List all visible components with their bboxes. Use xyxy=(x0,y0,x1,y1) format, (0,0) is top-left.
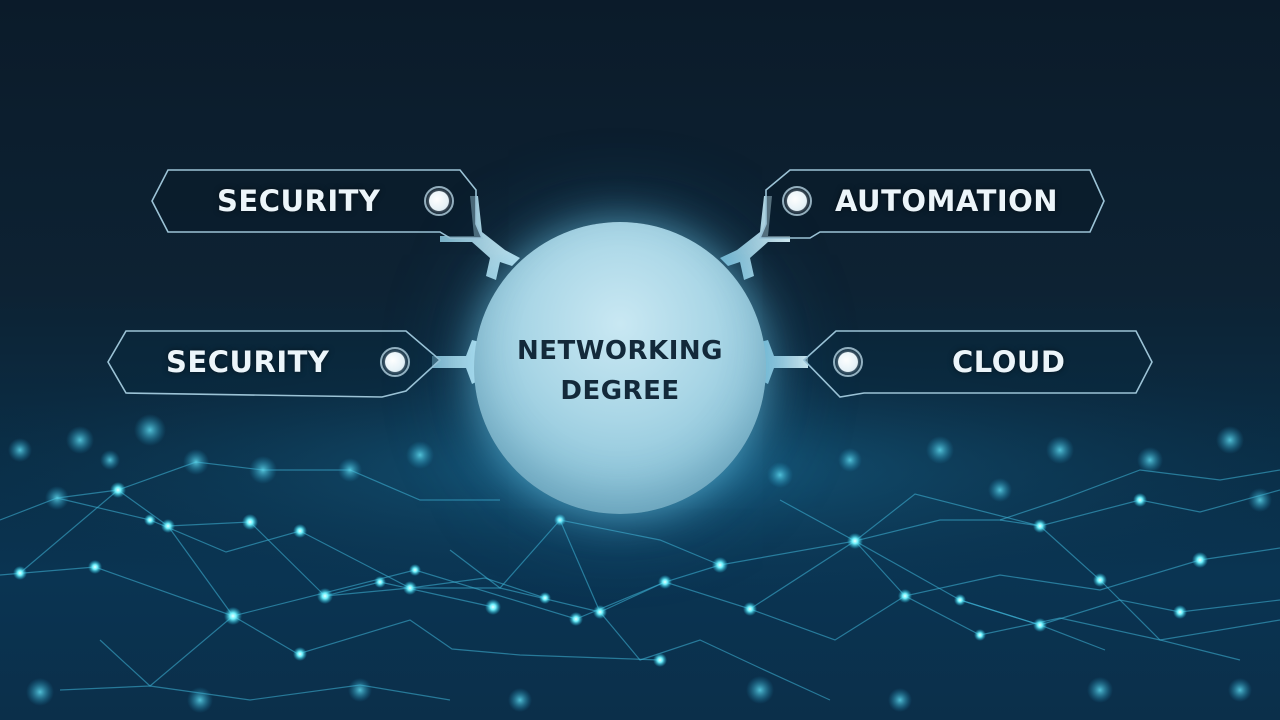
tag-top-left-security: SECURITY xyxy=(150,168,484,239)
tag-frame xyxy=(802,330,1153,398)
node-dot-icon xyxy=(424,186,454,216)
tag-frame xyxy=(107,330,442,398)
hub-title-line2: DEGREE xyxy=(560,376,680,406)
tag-label: CLOUD xyxy=(952,345,1066,379)
tag-top-right-automation: AUTOMATION xyxy=(758,168,1106,239)
tag-frame xyxy=(151,169,484,239)
tag-frame xyxy=(758,169,1105,239)
tag-bottom-left-security: SECURITY xyxy=(106,329,446,398)
node-dot-icon xyxy=(782,186,812,216)
node-dot-icon xyxy=(380,347,410,377)
hub-sphere: NETWORKING DEGREE xyxy=(474,222,766,514)
tag-bottom-right-cloud: CLOUD xyxy=(800,329,1154,398)
tag-label: SECURITY xyxy=(217,184,381,218)
tag-label: SECURITY xyxy=(166,345,330,379)
tag-label: AUTOMATION xyxy=(835,184,1059,218)
node-dot-icon xyxy=(833,347,863,377)
hub-title-line1: NETWORKING xyxy=(517,336,723,366)
